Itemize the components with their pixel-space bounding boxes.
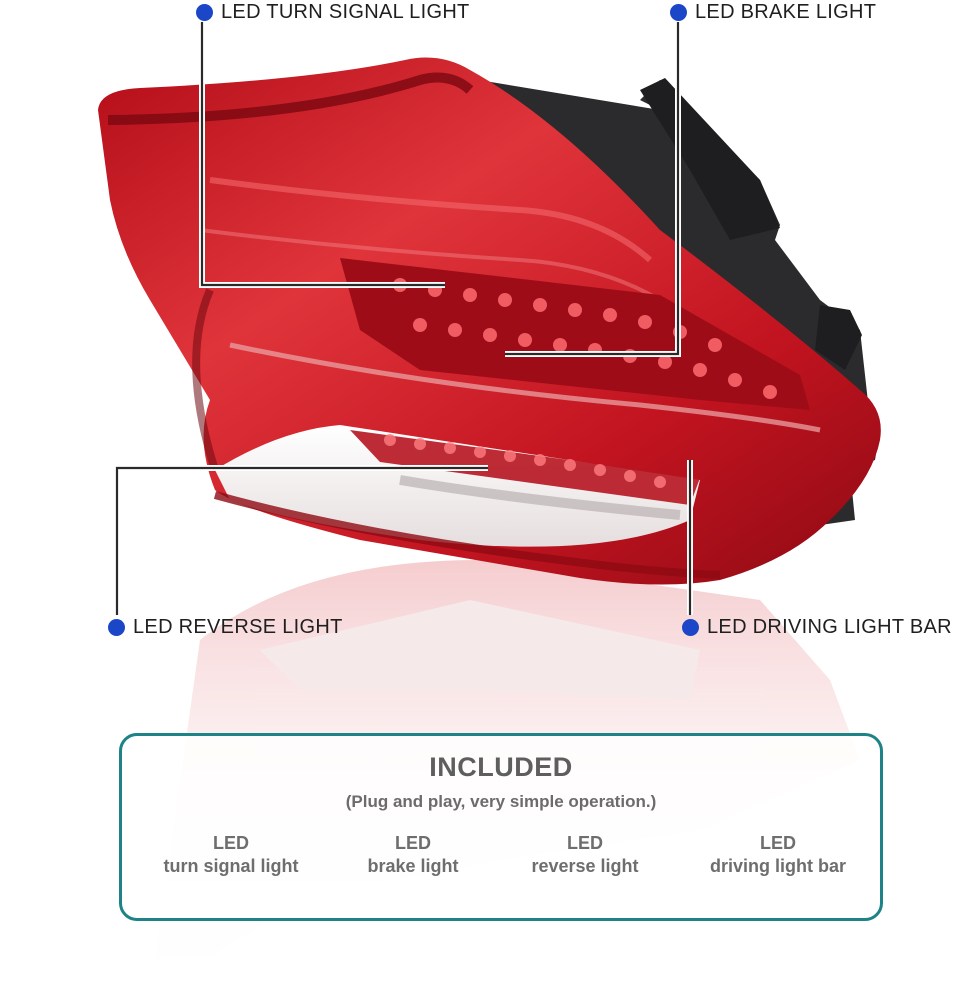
callout-turn-signal: LED TURN SIGNAL LIGHT (196, 1, 470, 24)
bullet-dot-icon (108, 619, 125, 636)
included-item-line2: driving light bar (709, 856, 846, 876)
bullet-dot-icon (670, 4, 687, 21)
callout-reverse: LED REVERSE LIGHT (108, 616, 343, 639)
callout-brake: LED BRAKE LIGHT (670, 1, 876, 24)
included-box: INCLUDED (Plug and play, very simple ope… (119, 733, 883, 921)
reverse-section (213, 425, 721, 579)
bullet-dot-icon (196, 4, 213, 21)
bullet-dot-icon (682, 619, 699, 636)
callout-driving-bar: LED DRIVING LIGHT BAR (682, 616, 952, 639)
included-item-line1: LED (213, 833, 249, 853)
included-item-brake: LED brake light (313, 832, 513, 878)
included-item-line2: reverse light (531, 856, 639, 876)
callout-reverse-label: LED REVERSE LIGHT (133, 616, 343, 638)
included-item-reverse: LED reverse light (485, 832, 685, 878)
included-item-line1: LED (760, 833, 796, 853)
callout-leader-lines-core (115, 22, 692, 615)
callout-driving-bar-label: LED DRIVING LIGHT BAR (707, 616, 952, 638)
included-subtitle: (Plug and play, very simple operation.) (345, 792, 657, 811)
included-item-turn-signal: LED turn signal light (131, 832, 331, 878)
included-item-line2: brake light (367, 856, 459, 876)
included-item-line1: LED (567, 833, 603, 853)
included-item-line1: LED (395, 833, 431, 853)
callout-turn-signal-label: LED TURN SIGNAL LIGHT (221, 1, 470, 23)
led-array-upper (229, 258, 821, 433)
included-item-driving-bar: LED driving light bar (678, 832, 878, 878)
included-title: INCLUDED (429, 752, 573, 782)
included-item-line2: turn signal light (163, 856, 299, 876)
callout-brake-label: LED BRAKE LIGHT (695, 1, 877, 23)
